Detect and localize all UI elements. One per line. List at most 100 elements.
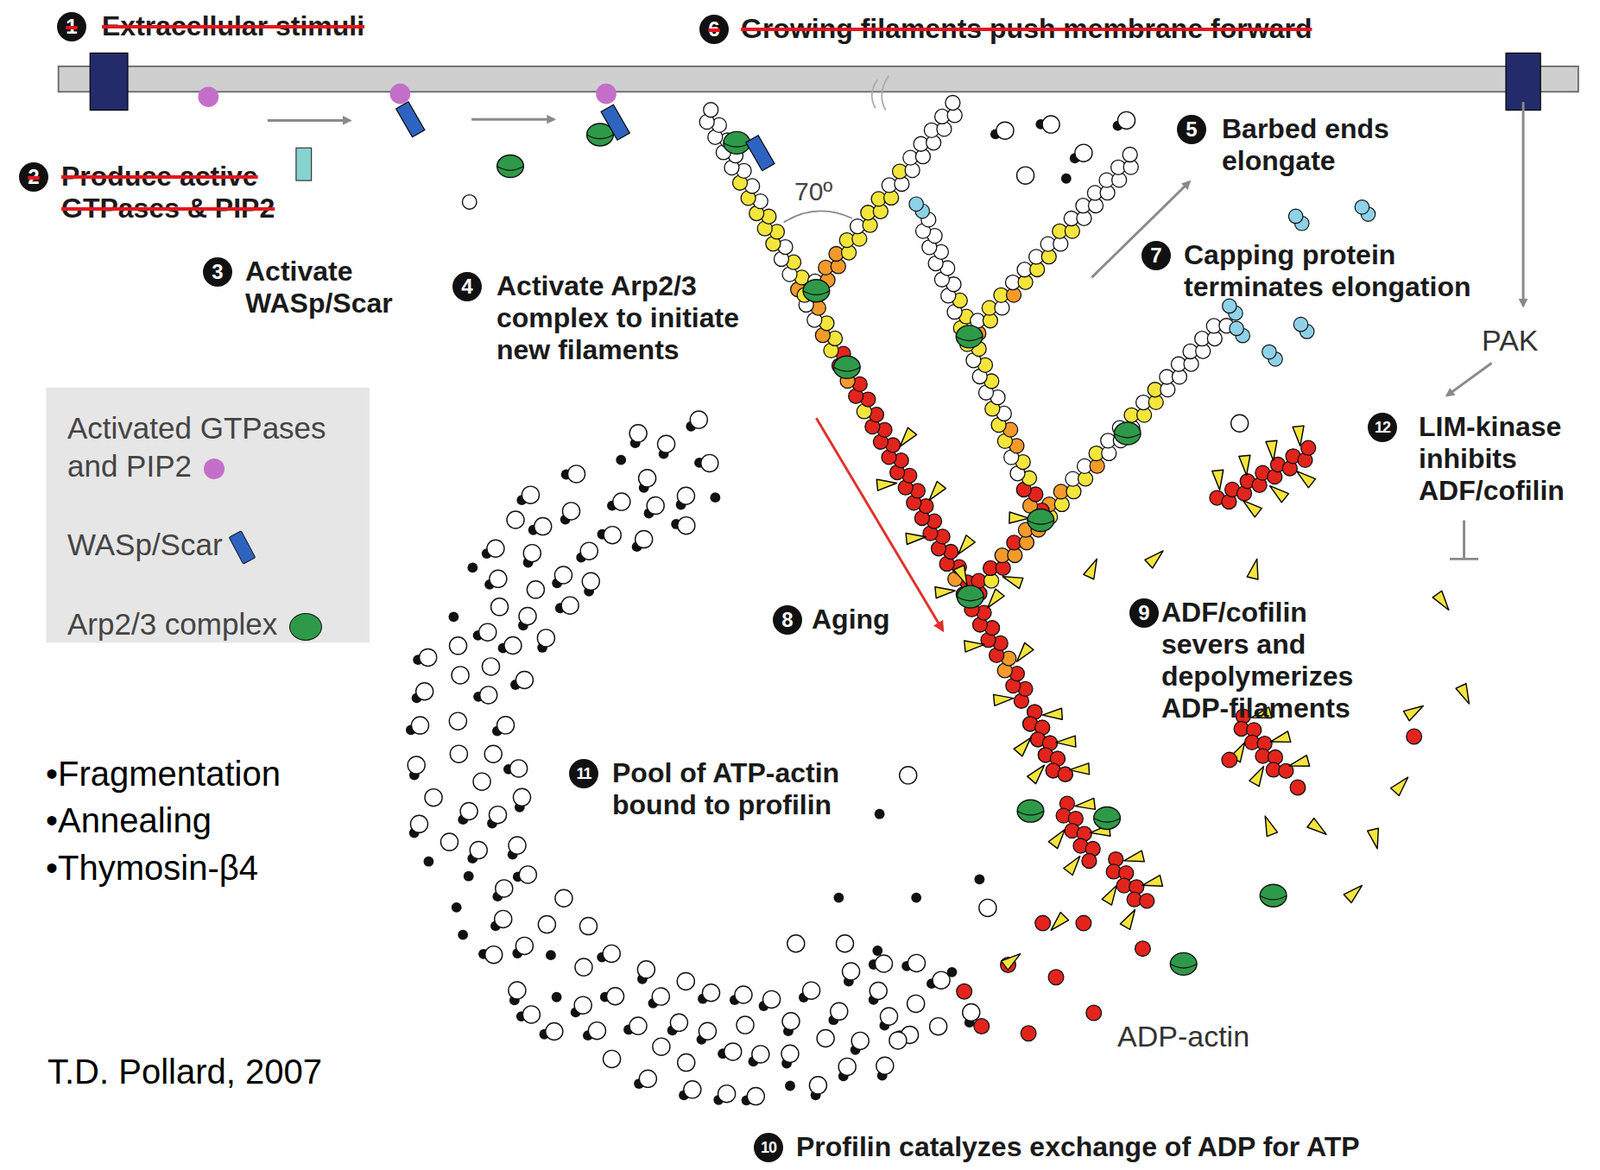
arp23-complex: [1094, 817, 1121, 823]
cofilin-wedge: [1075, 797, 1095, 810]
adp-actin: [1086, 1005, 1102, 1021]
capping-protein: [1293, 316, 1309, 332]
atp-actin: [851, 1031, 869, 1050]
atp-actin: [416, 683, 434, 701]
atp-actin: [523, 544, 541, 563]
atp-actin: [508, 981, 526, 1000]
atp-actin: [518, 866, 537, 884]
legend-swatch: [203, 458, 225, 480]
cofilin-wedge: [1063, 855, 1081, 875]
atp-actin: [567, 465, 585, 483]
atp-actin: [1075, 144, 1093, 162]
actin-subunit: [703, 102, 719, 118]
atp-actin: [869, 981, 887, 1000]
actin-subunit: [1122, 146, 1138, 162]
cofilin-wedge: [1264, 815, 1278, 837]
adp-actin: [1020, 1025, 1037, 1042]
capping-protein: [1229, 321, 1245, 336]
adp-actin: [1221, 752, 1238, 768]
cofilin-wedge: [1289, 755, 1310, 767]
atp-actin: [521, 486, 539, 504]
adp-actin: [1290, 779, 1306, 796]
atp-actin: [449, 712, 467, 730]
actin-subunit: [1081, 853, 1097, 868]
step-label: Capping protein terminates elongation: [1183, 239, 1491, 304]
atp-actin: [830, 1002, 848, 1020]
atp-actin: [677, 517, 696, 535]
profilin: [551, 992, 563, 1003]
arp23-complex: [1113, 433, 1141, 438]
adp-actin: [1035, 915, 1051, 931]
inhibition-bar: [1449, 557, 1479, 561]
callout-number: 12: [1367, 412, 1398, 443]
atp-actin: [407, 756, 425, 774]
atp-actin: [1117, 111, 1135, 129]
profilin: [423, 856, 435, 867]
atp-actin: [449, 745, 468, 763]
actin-subunit: [1139, 893, 1155, 909]
callout-number: 7: [1141, 240, 1171, 271]
actin-filament: [959, 318, 1234, 601]
atp-actin: [562, 502, 580, 520]
profilin: [451, 902, 462, 913]
cofilin-wedge: [1001, 954, 1021, 971]
atp-actin: [638, 469, 657, 487]
arp23-complex: [1027, 508, 1055, 532]
bullet-note: •Thymosin-β4: [45, 847, 259, 889]
atp-actin: [676, 972, 695, 990]
pip2-dot: [390, 83, 412, 105]
cofilin-wedge: [1239, 455, 1251, 475]
motion-mark: [881, 75, 889, 110]
atp-actin: [809, 1076, 827, 1095]
callout-number: 11: [569, 758, 599, 789]
atp-actin: [485, 946, 503, 964]
atp-actin: [629, 1017, 647, 1035]
actin-monomer: [461, 195, 477, 210]
atp-actin: [494, 910, 513, 928]
atp-actin: [907, 994, 925, 1012]
cofilin-wedge: [1056, 735, 1076, 747]
atp-actin: [929, 1018, 948, 1036]
arp23-complex: [1017, 810, 1044, 816]
bullet-note: •Fragmentation: [45, 752, 281, 795]
signal-arrow: [1446, 363, 1492, 397]
atp-actin: [907, 954, 925, 972]
atp-actin: [746, 1087, 765, 1106]
atp-actin: [419, 648, 437, 666]
atp-actin: [411, 716, 429, 734]
arp23-complex: [955, 336, 983, 342]
cofilin-wedge: [1391, 777, 1409, 796]
arp23-complex: [1169, 952, 1197, 975]
adp-actin: [973, 1018, 990, 1035]
atp-actin: [962, 1003, 981, 1021]
actin-subunit: [1301, 440, 1316, 456]
atp-actin: [657, 435, 676, 453]
atp-actin: [490, 598, 508, 616]
capping-protein: [909, 196, 924, 212]
atp-actin: [534, 518, 552, 536]
capping-protein: [1262, 344, 1278, 360]
cofilin-wedge: [987, 588, 1005, 608]
atp-actin: [488, 806, 506, 824]
struck-label: Produce active GTPases & PIP2: [61, 160, 291, 225]
arp23-complex: [803, 279, 830, 303]
step-label: Profilin catalyzes exchange of ADP for A…: [796, 1131, 1360, 1164]
cofilin-wedge: [1265, 440, 1278, 461]
angle-arc: [784, 210, 853, 222]
atp-actin: [816, 1029, 835, 1047]
atp-actin: [782, 1012, 800, 1031]
atp-actin: [545, 1022, 563, 1040]
profilin: [784, 1081, 796, 1092]
atp-actin: [763, 990, 781, 1008]
callout-number: 1: [56, 12, 87, 42]
actin-subunit: [945, 95, 961, 111]
callout-number: 10: [753, 1132, 784, 1163]
arp23-complex: [1259, 895, 1287, 900]
aging-arrow: [815, 417, 943, 631]
step-label: Activate Arp2/3 complex to initiate new …: [496, 270, 756, 367]
atp-actin: [561, 596, 579, 614]
atp-actin: [504, 636, 522, 654]
atp-actin: [734, 986, 753, 1004]
profilin: [833, 892, 844, 904]
cofilin-wedge: [1296, 471, 1316, 488]
